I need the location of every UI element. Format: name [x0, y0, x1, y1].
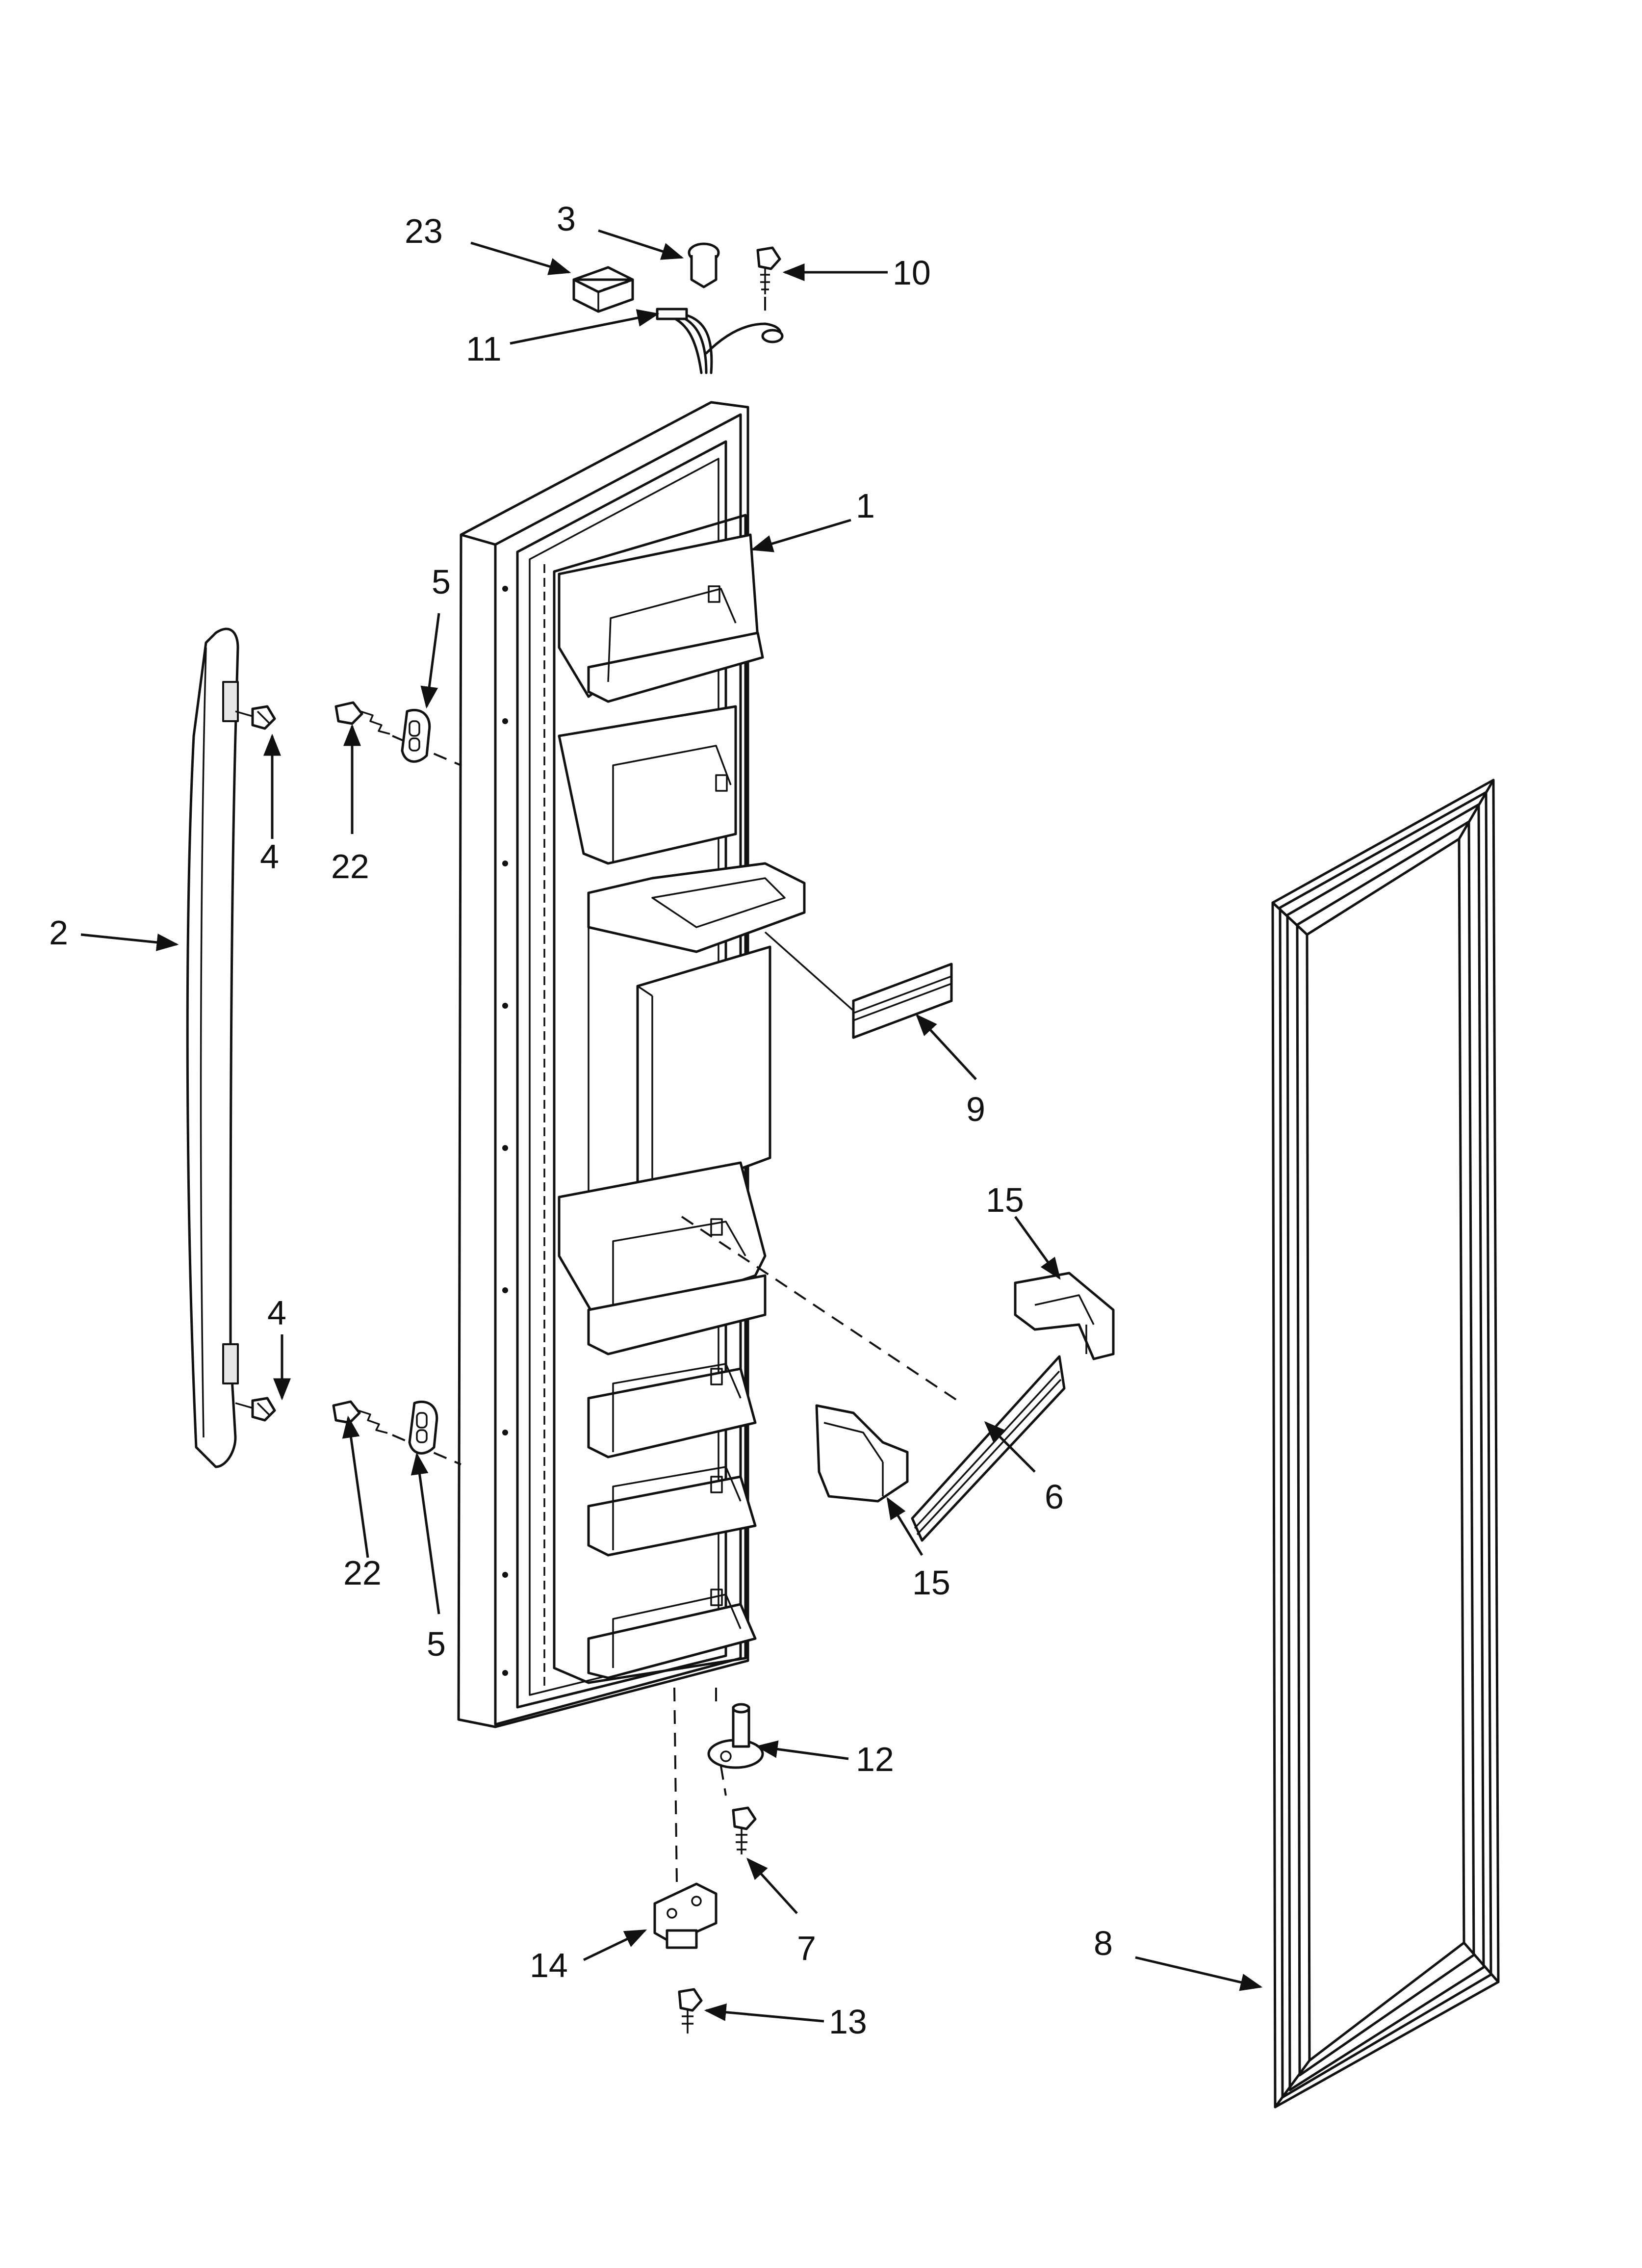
callout-15-upper: 15	[986, 1181, 1024, 1219]
callout-10: 10	[893, 254, 931, 292]
dispenser-trim	[764, 931, 953, 1039]
callout-5-lower: 5	[427, 1625, 446, 1663]
wire-connector	[572, 266, 634, 313]
callout-3: 3	[557, 200, 576, 238]
handle-bracket-lower	[408, 1400, 438, 1455]
callout-8: 8	[1094, 1924, 1113, 1962]
mounting-screw-upper	[334, 701, 462, 766]
callout-13: 13	[829, 2003, 867, 2041]
leader-lines	[80, 229, 1263, 2023]
callout-15-lower: 15	[912, 1564, 950, 1602]
callout-23: 23	[405, 212, 443, 250]
callout-22-lower: 22	[343, 1554, 382, 1592]
callout-14: 14	[530, 1946, 568, 1984]
callout-5-upper: 5	[432, 563, 451, 601]
callout-12: 12	[856, 1740, 894, 1778]
callout-labels: 23 3 10 11 1 5 4 22 2 9 15 4 6 22 15 5 1…	[49, 200, 1113, 2041]
hinge-screw	[732, 1806, 757, 1854]
hinge-plate-screw	[678, 1988, 703, 2033]
callout-7: 7	[797, 1929, 816, 1967]
door-assembly	[457, 401, 806, 1728]
wire-harness	[656, 308, 784, 374]
ground-screw	[756, 246, 781, 319]
hinge-plate	[653, 1687, 718, 1949]
callout-4-upper: 4	[260, 837, 279, 876]
callout-1: 1	[856, 487, 875, 525]
handle-screw-lower	[235, 1397, 276, 1422]
callout-2: 2	[49, 913, 68, 952]
end-cap-upper	[1014, 1272, 1115, 1360]
hinge-pin	[707, 1688, 764, 1796]
handle-bracket-upper	[401, 708, 431, 763]
callout-4-lower: 4	[267, 1294, 286, 1332]
door-plug	[688, 242, 720, 288]
callout-11: 11	[466, 330, 502, 368]
end-cap-lower	[815, 1404, 909, 1503]
handle-screw-upper	[235, 705, 276, 730]
door-gasket	[1271, 779, 1500, 2109]
callout-6: 6	[1045, 1478, 1064, 1516]
shelf-rail	[681, 1216, 1066, 1542]
callout-9: 9	[966, 1090, 985, 1128]
callout-22-upper: 22	[331, 847, 369, 886]
door-edge-holes	[502, 586, 508, 1676]
door-handle	[186, 627, 239, 1468]
